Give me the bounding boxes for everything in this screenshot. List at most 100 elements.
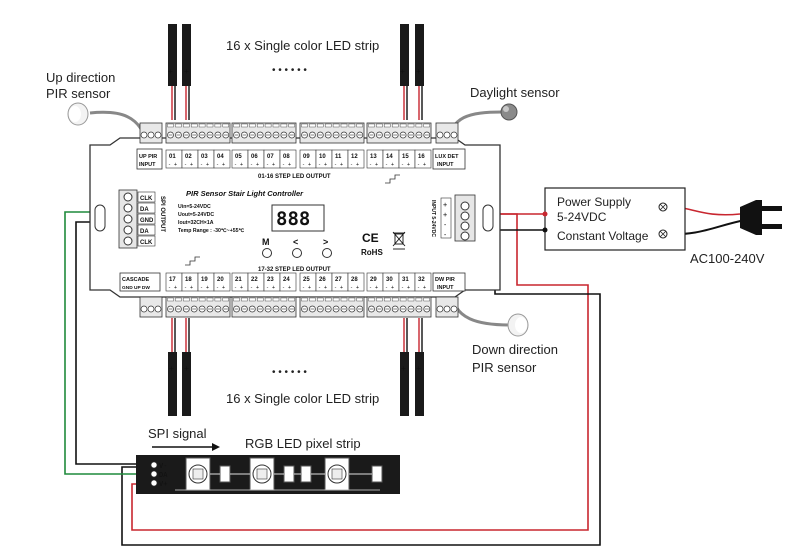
svg-text:+: + [443, 211, 447, 219]
strip-pin-label: DA [159, 471, 168, 479]
weee-bin-icon [392, 231, 406, 250]
button-m[interactable] [262, 248, 272, 258]
channel-label: 14 [386, 154, 393, 160]
button-right[interactable] [322, 248, 332, 258]
bottom-output-label: 17-32 STEP LED OUTPUT [258, 267, 331, 273]
lux-det-input-label: LUX DET [435, 154, 459, 160]
up-pir-label-2: PIR sensor [46, 86, 111, 101]
controller-title: PIR Sensor Stair Light Controller [186, 189, 304, 198]
channel-polarity: - + [350, 162, 359, 168]
top-strip-caption: 16 x Single color LED strip [226, 38, 379, 53]
channel-label: 20 [217, 277, 224, 283]
led-strip-bottom-2: + + [400, 318, 424, 416]
svg-text:+: + [184, 67, 189, 76]
svg-text:-: - [443, 231, 447, 239]
channel-label: 02 [185, 154, 192, 160]
channel-polarity: - + [302, 162, 311, 168]
power-red-wire-loop [131, 213, 589, 531]
down-pir-cable [450, 289, 511, 327]
channel-label: 32 [418, 277, 425, 283]
channel-polarity: - + [266, 285, 275, 291]
channel-label: 29 [370, 277, 377, 283]
button-right-label: > [323, 237, 328, 247]
svg-text:-: - [443, 221, 447, 229]
controller-spec-line: Uin=5-24VDC [178, 204, 211, 210]
channel-label: 03 [201, 154, 208, 160]
input-vertical-label: INPUT 5-24VDC [430, 200, 436, 237]
spi-pin-label: GND [140, 218, 154, 224]
down-pir-label-2: PIR sensor [472, 360, 537, 375]
bottom-strip-caption: 16 x Single color LED strip [226, 391, 379, 406]
channel-label: 24 [283, 277, 290, 283]
power-supply-line3: Constant Voltage [557, 229, 649, 243]
top-output-label: 01-16 STEP LED OUTPUT [258, 174, 331, 180]
channel-polarity: - + [401, 162, 410, 168]
up-pir-label: Up direction [46, 70, 115, 85]
up-pir-input-label-2: INPUT [139, 162, 156, 168]
power-supply: Power Supply 5-24VDC Constant Voltage [542, 187, 686, 251]
psu-dot-plus [542, 211, 548, 217]
pixel-led-2 [249, 457, 275, 491]
channel-label: 17 [169, 277, 176, 283]
controller-spec-line: Temp Range : -30℃~+55℃ [178, 227, 245, 234]
spi-pin-label: DA [140, 207, 149, 213]
channel-polarity: - + [266, 162, 275, 168]
channel-label: 11 [335, 154, 342, 160]
led-strip-bottom-1: + + [168, 318, 191, 416]
channel-label: 08 [283, 154, 290, 160]
channel-label: 28 [351, 277, 358, 283]
control-buttons: M < > [262, 237, 332, 258]
channel-label: 18 [185, 277, 192, 283]
channel-polarity: - + [385, 162, 394, 168]
spi-pin-label: CLK [140, 240, 153, 246]
svg-text:888: 888 [276, 208, 310, 230]
daylight-sensor [500, 103, 518, 121]
spi-pin-label: DA [140, 229, 149, 235]
channel-polarity: - + [417, 285, 426, 291]
channel-label: 12 [351, 154, 358, 160]
channel-polarity: - + [369, 285, 378, 291]
channel-label: 01 [169, 154, 176, 160]
channel-label: 22 [251, 277, 258, 283]
channel-polarity: - + [250, 285, 259, 291]
rohs-mark: RoHS [361, 248, 383, 257]
power-supply-line1: Power Supply [557, 195, 631, 209]
channel-polarity: - + [250, 162, 259, 168]
dw-pir-input-label-2: INPUT [437, 285, 454, 291]
top-strip-dots: • • • • • • [272, 65, 307, 76]
psu-dot-minus [542, 227, 548, 233]
channel-polarity: - + [168, 162, 177, 168]
power-supply-line2: 5-24VDC [557, 210, 607, 224]
channel-polarity: - + [234, 285, 243, 291]
button-left-label: < [293, 237, 298, 247]
ce-mark: CE [362, 231, 379, 245]
stair-icon-bottom [185, 256, 200, 266]
channel-polarity: - + [318, 162, 327, 168]
rgb-strip-label: RGB LED pixel strip [245, 436, 361, 451]
channel-polarity: - + [417, 162, 426, 168]
channel-label: 21 [235, 277, 242, 283]
strip-pin-label: V- [159, 462, 167, 470]
spi-output-vertical-label: SPI OUTPUT [159, 196, 165, 232]
bottom-channel-labels: 17- +18- +19- +20- +21- +22- +23- +24- +… [165, 272, 432, 292]
channel-label: 16 [418, 154, 425, 160]
button-left[interactable] [292, 248, 302, 258]
pixel-led-3 [324, 457, 350, 491]
svg-text:+: + [416, 364, 421, 373]
channel-label: 05 [235, 154, 242, 160]
channel-polarity: - + [200, 162, 209, 168]
dw-pir-input-label: DW PIR [435, 277, 455, 283]
daylight-label: Daylight sensor [470, 85, 560, 100]
strip-pin-label: V+ [159, 480, 167, 488]
channel-polarity: - + [334, 162, 343, 168]
led-strip-top-2: + + [400, 24, 424, 120]
cascade-label: CASCADE [122, 277, 150, 283]
channel-polarity: - + [216, 162, 225, 168]
channel-polarity: - + [216, 285, 225, 291]
channel-label: 06 [251, 154, 258, 160]
svg-text:+: + [169, 364, 174, 373]
channel-polarity: - + [350, 285, 359, 291]
channel-label: 04 [217, 154, 224, 160]
